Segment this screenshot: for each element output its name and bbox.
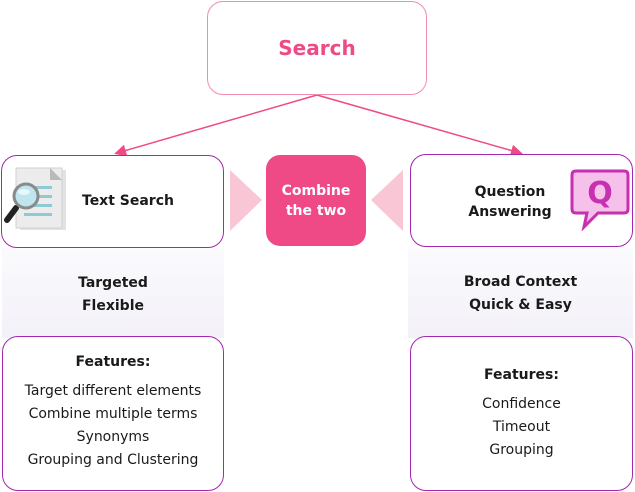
text-search-qualities-panel bbox=[2, 248, 224, 338]
quality-item: Targeted bbox=[78, 275, 148, 291]
qa-features-box: Features: Confidence Timeout Grouping bbox=[410, 336, 633, 491]
qa-qualities-panel bbox=[408, 248, 633, 338]
arrow-to-text-search bbox=[114, 94, 318, 157]
feature-item: Grouping and Clustering bbox=[27, 452, 199, 468]
text-search-node: Text Search bbox=[1, 155, 224, 248]
feature-item: Synonyms bbox=[76, 429, 150, 445]
feature-item: Timeout bbox=[492, 419, 551, 435]
feature-item: Combine multiple terms bbox=[28, 406, 198, 422]
combine-line-1: Combine bbox=[281, 182, 351, 199]
right-chevron-arrow bbox=[371, 170, 403, 231]
question-answering-node: Question Answering Q bbox=[410, 154, 633, 247]
qa-label-line-2: Answering bbox=[468, 204, 552, 220]
search-title: Search bbox=[278, 36, 356, 60]
quality-item: Quick & Easy bbox=[469, 297, 572, 313]
combine-line-2: the two bbox=[285, 202, 347, 219]
feature-item: Confidence bbox=[482, 396, 561, 412]
combine-node: Combine the two bbox=[266, 155, 366, 246]
text-search-label: Text Search bbox=[82, 193, 174, 209]
document-search-icon bbox=[4, 167, 66, 230]
arrow-to-question-answering bbox=[316, 94, 523, 157]
question-bubble-icon: Q bbox=[570, 169, 630, 231]
left-chevron-arrow bbox=[230, 170, 262, 231]
quality-item: Broad Context bbox=[463, 274, 578, 290]
search-root-node: Search bbox=[207, 1, 427, 95]
qa-qualities: Broad Context Quick & Easy bbox=[408, 271, 633, 317]
feature-item: Grouping bbox=[489, 442, 554, 458]
text-search-features-box: Features: Target different elements Comb… bbox=[2, 336, 224, 491]
svg-text:Q: Q bbox=[587, 176, 613, 211]
quality-item: Flexible bbox=[81, 298, 144, 314]
features-title: Features: bbox=[75, 354, 151, 370]
feature-item: Target different elements bbox=[24, 383, 202, 399]
text-search-qualities: Targeted Flexible bbox=[2, 272, 224, 318]
features-title: Features: bbox=[484, 367, 559, 383]
qa-label-line-1: Question bbox=[474, 184, 546, 200]
